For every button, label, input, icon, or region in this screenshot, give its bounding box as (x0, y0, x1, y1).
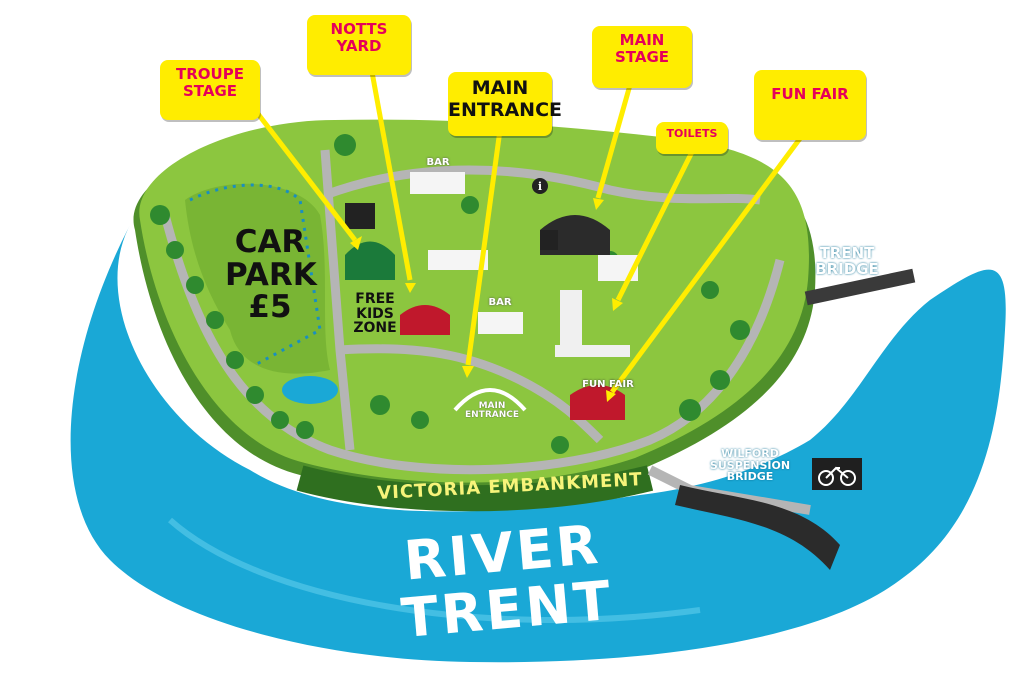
callout-arrows (253, 71, 813, 394)
pond (282, 376, 338, 404)
callout-toilets-label: TOILETS (666, 127, 718, 140)
embankment-road (296, 465, 654, 512)
callout-main-stage: MAIN STAGE (592, 26, 692, 88)
car-park-area (185, 183, 330, 374)
kids-zone-label: FREE KIDS ZONE (353, 291, 397, 337)
car-park-dots (189, 183, 322, 367)
callout-troupe-stage-label: TROUPE STAGE (176, 65, 244, 101)
bar-tent-top (410, 172, 465, 194)
speaker-stack-left (345, 203, 375, 229)
wilford-bridge (675, 485, 840, 570)
notts-yard-stage (400, 305, 450, 335)
callout-main-entrance: MAIN ENTRANCE (448, 72, 562, 136)
callout-notts-yard-label: NOTTS YARD (330, 20, 388, 56)
tent-group (428, 250, 488, 270)
entrance-sign-label: MAIN ENTRANCE (465, 401, 519, 421)
callout-main-stage-label: MAIN STAGE (614, 31, 670, 67)
helter-skelter (560, 290, 582, 350)
trent-bridge (804, 268, 916, 306)
svg-text:i: i (538, 180, 542, 193)
callout-main-entrance-label: MAIN ENTRANCE (448, 77, 562, 121)
troupe-stage (345, 241, 395, 280)
callout-fun-fair-label: FUN FAIR (771, 85, 849, 103)
bicycle-icon (812, 458, 862, 490)
wilford-bridge-label: WILFORD SUSPENSION BRIDGE (709, 447, 791, 484)
speaker-stack-main (540, 230, 558, 250)
callout-fun-fair: FUN FAIR (754, 70, 866, 140)
river-trent (70, 225, 1006, 663)
bar-top-label: BAR (426, 157, 450, 168)
fun-fair-small-label: FUN FAIR (582, 379, 634, 390)
callout-troupe-stage: TROUPE STAGE (160, 60, 260, 120)
bar-tent-mid (478, 312, 523, 334)
park-path-top (323, 165, 761, 205)
trent-bridge-label: TRENT BRIDGE (815, 244, 879, 278)
park-path-left (320, 149, 355, 451)
info-icon: i (532, 178, 548, 194)
car-park-label: CAR PARK £5 (225, 224, 317, 326)
river-highlight (168, 517, 701, 623)
ferris-wheel-base (555, 345, 630, 357)
entrance-arch (453, 388, 527, 412)
callout-toilets: TOILETS (656, 122, 728, 154)
callout-arrowheads (350, 198, 623, 402)
bar-mid-label: BAR (488, 297, 512, 308)
callout-notts-yard: NOTTS YARD (307, 15, 411, 75)
